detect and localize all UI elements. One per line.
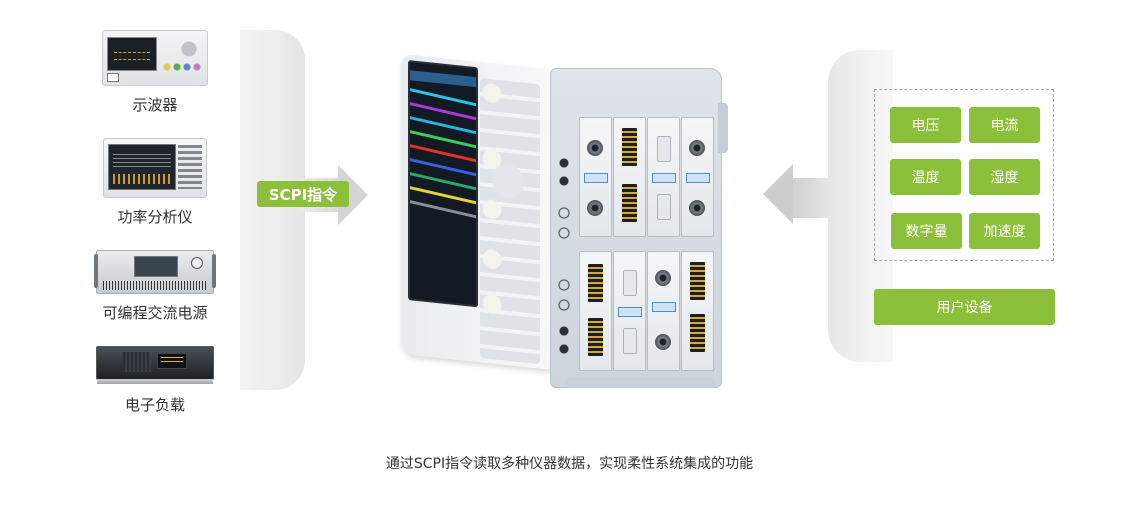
instrument-electronic-load: 电子负载 xyxy=(95,346,215,415)
scpi-command-tag: SCPI指令 xyxy=(257,181,349,207)
instrument-power-analyzer: 功率分析仪 xyxy=(95,138,215,227)
signal-temperature: 温度 xyxy=(890,159,961,195)
instrument-label: 可编程交流电源 xyxy=(102,304,208,322)
signal-types-group: 电压 电流 温度 湿度 数字量 加速度 xyxy=(874,89,1054,261)
instrument-label: 功率分析仪 xyxy=(117,208,193,226)
signal-voltage: 电压 xyxy=(890,107,961,143)
instrument-label: 电子负载 xyxy=(124,396,185,414)
instrument-label: 示波器 xyxy=(132,96,178,114)
data-acquisition-instrument-icon xyxy=(400,48,730,393)
user-device-tag: 用户设备 xyxy=(874,289,1055,325)
device-screen xyxy=(408,60,478,308)
left-arrow-stem xyxy=(792,178,832,218)
signal-digital: 数字量 xyxy=(891,213,962,249)
signal-humidity: 湿度 xyxy=(969,159,1040,195)
diagram-caption: 通过SCPI指令读取多种仪器数据，实现柔性系统集成的功能 xyxy=(385,456,754,472)
ac-power-source-icon xyxy=(94,250,216,294)
device-knobs xyxy=(480,78,540,365)
electronic-load-icon xyxy=(96,346,214,384)
left-arrow-icon xyxy=(763,164,793,224)
left-bracket-band xyxy=(240,30,305,390)
signal-current: 电流 xyxy=(969,107,1040,143)
instrument-ac-power-source: 可编程交流电源 xyxy=(94,250,216,323)
oscilloscope-icon xyxy=(102,30,208,86)
device-module-bay xyxy=(550,68,722,388)
power-analyzer-icon xyxy=(103,138,207,198)
device-handle xyxy=(718,103,728,153)
signal-acceleration: 加速度 xyxy=(969,213,1040,249)
instrument-oscilloscope: 示波器 xyxy=(95,30,215,115)
device-feet xyxy=(565,378,715,388)
